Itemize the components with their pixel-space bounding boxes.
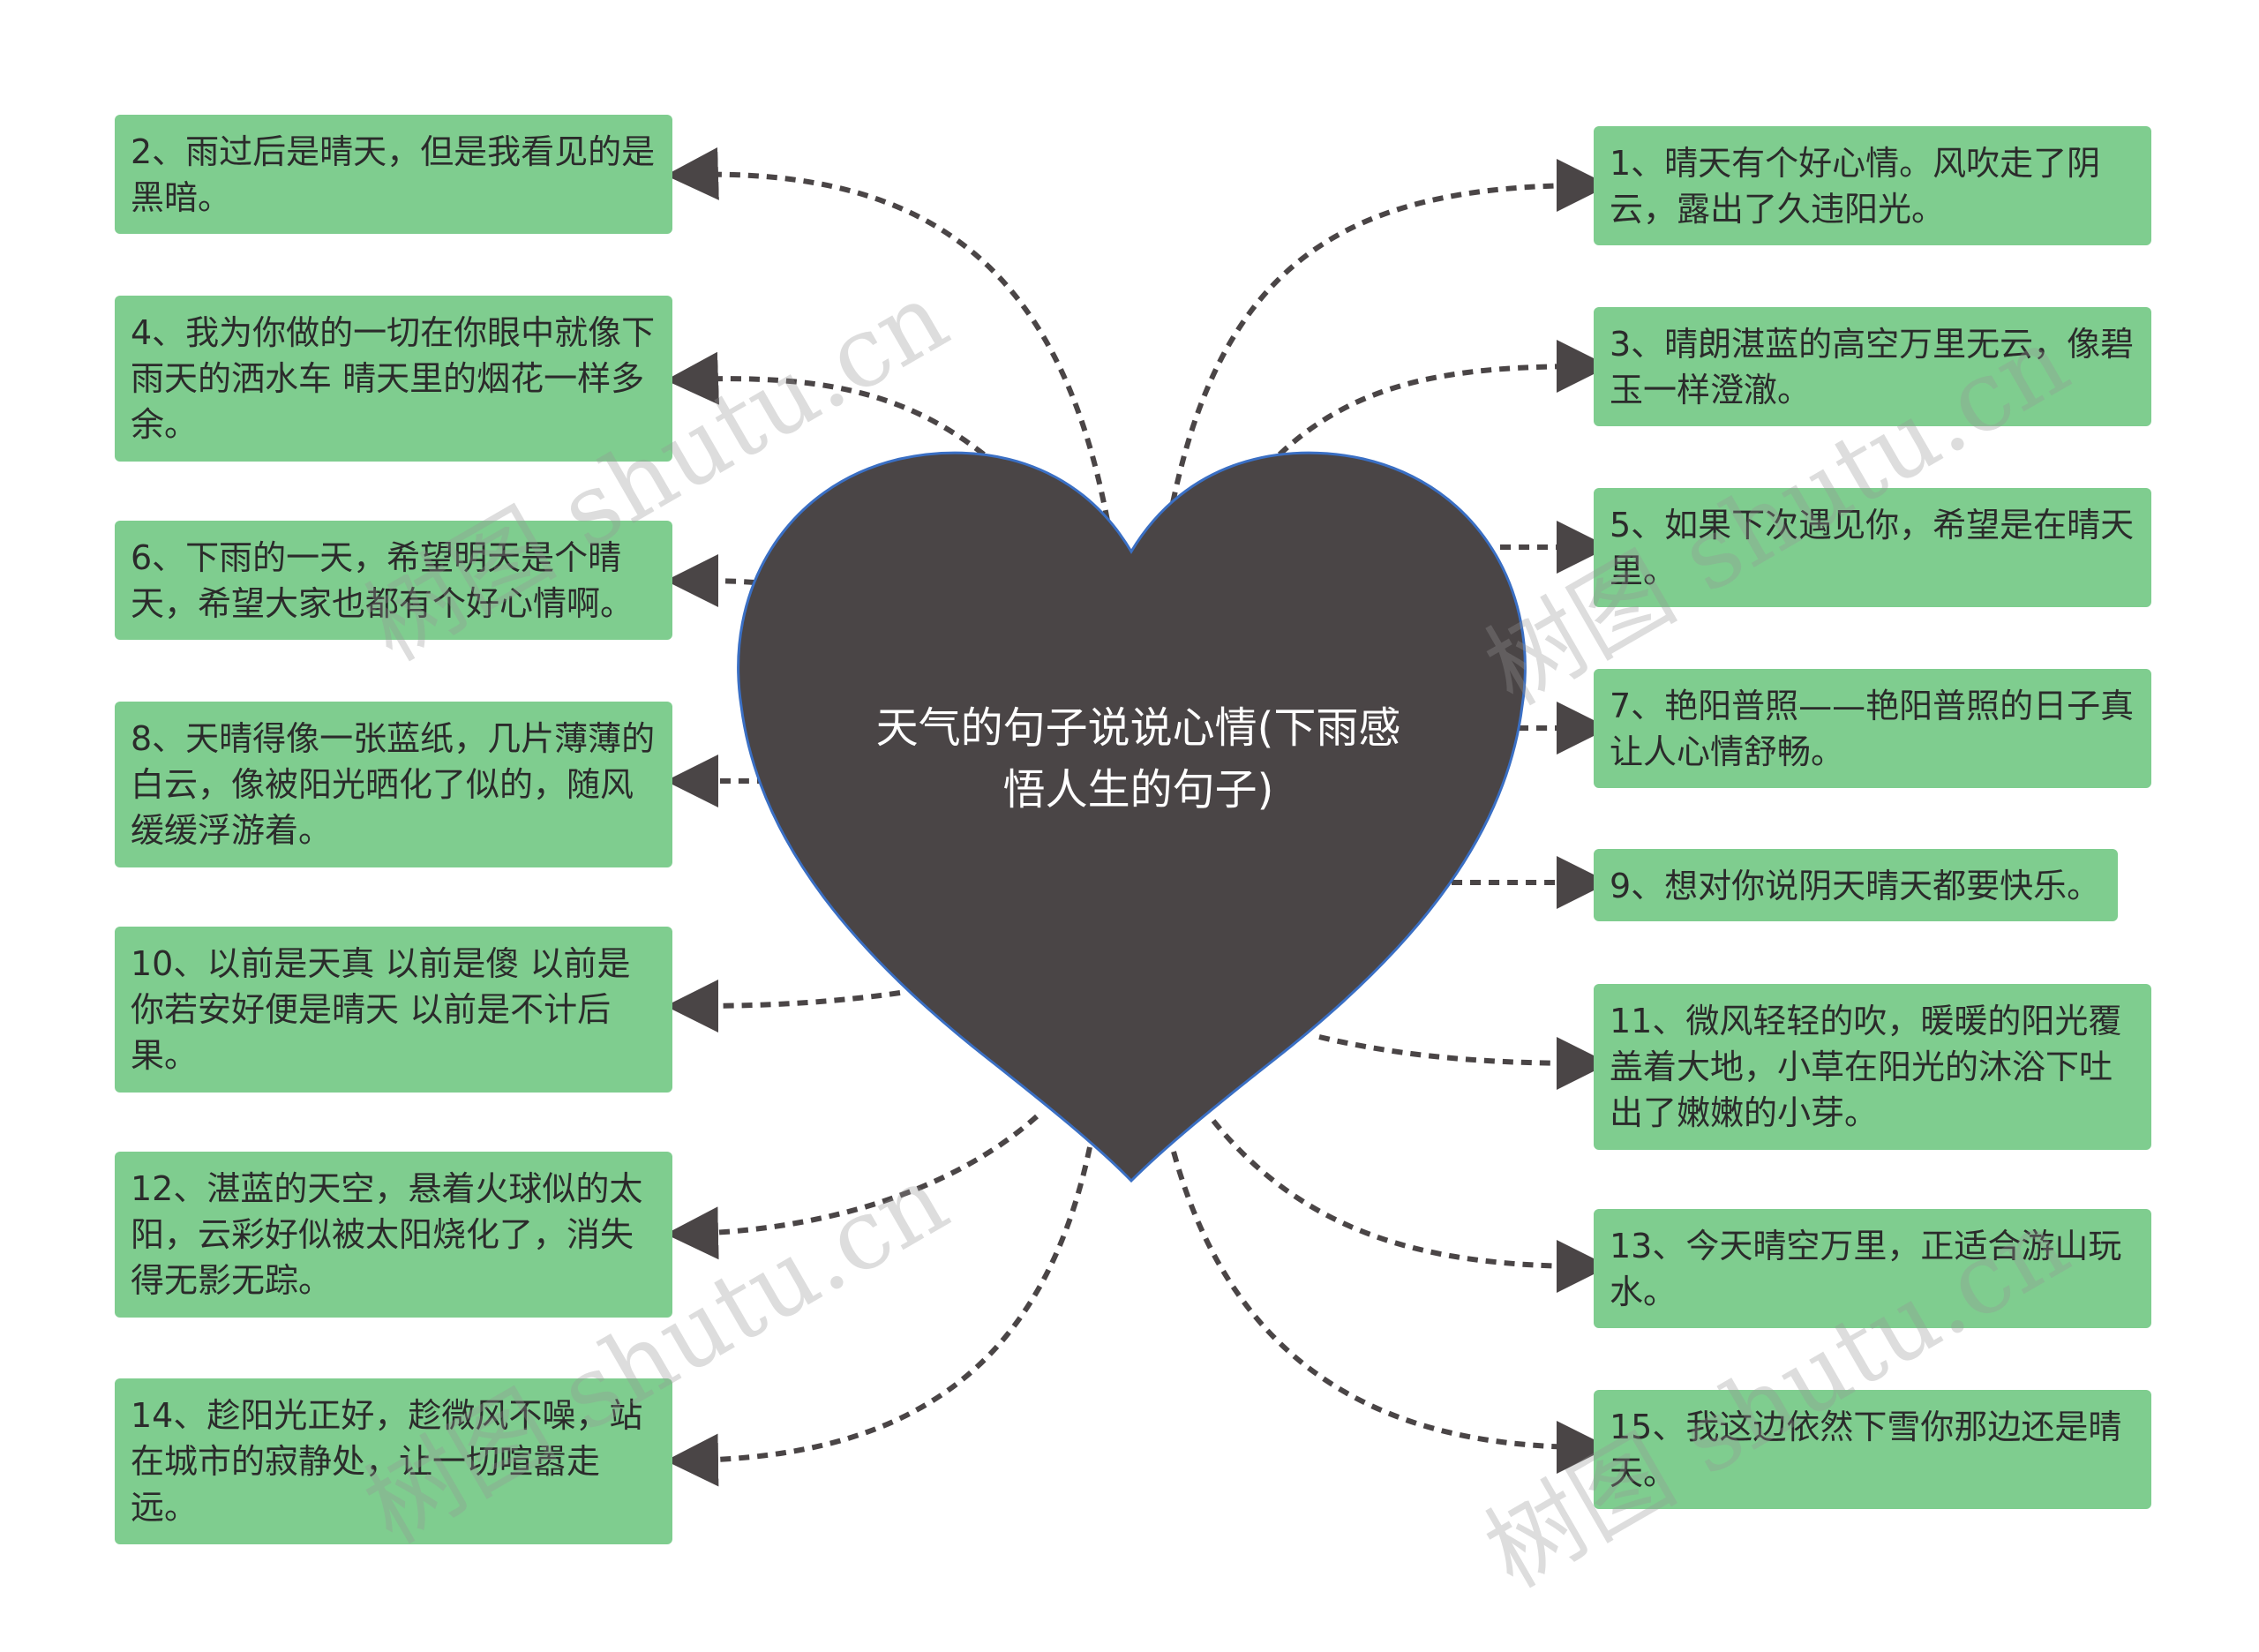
connector-left-3 — [665, 554, 755, 608]
connector-right-6 — [1318, 1034, 1610, 1090]
node-11[interactable]: 11、微风轻轻的吹，暖暖的阳光覆盖着大地，小草在阳光的沐浴下吐出了嫩嫩的小芽。 — [1594, 984, 2151, 1150]
central-heart-shape — [737, 451, 1527, 1183]
connector-right-1 — [1167, 159, 1610, 522]
central-topic-title[interactable]: 天气的句子说说心情(下雨感悟人生的句子) — [875, 703, 1401, 815]
node-8[interactable]: 8、天晴得像一张蓝纸，几片薄薄的白云，像被阳光晒化了似的，随风缓缓浮游着。 — [115, 702, 672, 867]
node-6[interactable]: 6、下雨的一天，希望明天是个晴天，希望大家也都有个好心情啊。 — [115, 521, 672, 640]
connector-left-7 — [665, 1146, 1092, 1487]
connector-left-6 — [665, 1114, 1039, 1260]
node-4[interactable]: 4、我为你做的一切在你眼中就像下雨天的洒水车 晴天里的烟花一样多余。 — [115, 296, 672, 462]
connector-right-8 — [1171, 1151, 1610, 1474]
node-13[interactable]: 13、今天晴空万里，正适合游山玩水。 — [1594, 1209, 2151, 1328]
node-5[interactable]: 5、如果下次遇见你，希望是在晴天里。 — [1594, 488, 2151, 607]
node-15[interactable]: 15、我这边依然下雪你那边还是晴天。 — [1594, 1390, 2151, 1509]
node-14[interactable]: 14、趁阳光正好，趁微风不噪，站在城市的寂静处，让一切喧嚣走远。 — [115, 1378, 672, 1544]
connector-left-2 — [665, 351, 986, 457]
connector-left-5 — [665, 979, 901, 1032]
node-9[interactable]: 9、想对你说阴天晴天都要快乐。 — [1594, 849, 2118, 921]
node-12[interactable]: 12、湛蓝的天空，悬着火球似的太阳，云彩好似被太阳烧化了，消失得无影无踪。 — [115, 1152, 672, 1318]
node-1[interactable]: 1、晴天有个好心情。风吹走了阴云，露出了久违阳光。 — [1594, 126, 2151, 245]
connector-right-7 — [1211, 1119, 1610, 1293]
node-7[interactable]: 7、艳阳普照——艳阳普照的日子真让人心情舒畅。 — [1594, 669, 2151, 788]
node-2[interactable]: 2、雨过后是晴天，但是我看见的是黑暗。 — [115, 115, 672, 234]
node-10[interactable]: 10、以前是天真 以前是傻 以前是你若安好便是晴天 以前是不计后果。 — [115, 927, 672, 1093]
node-3[interactable]: 3、晴朗湛蓝的高空万里无云，像碧玉一样澄澈。 — [1594, 307, 2151, 426]
connector-right-2 — [1277, 340, 1610, 457]
